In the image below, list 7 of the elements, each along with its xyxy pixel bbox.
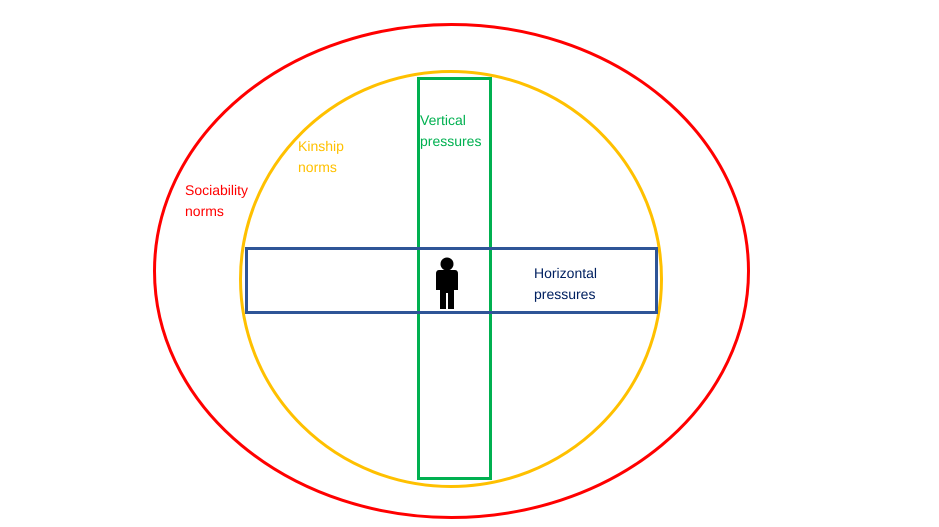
region-label: Kinship norms (298, 137, 345, 177)
vertical-band (417, 77, 492, 480)
horizontal-band (245, 247, 658, 314)
region-label: Vertical pressures (420, 111, 482, 151)
region-label: Sociability norms (185, 181, 250, 221)
person-icon (436, 257, 458, 309)
region-label: Horizontal pressures (534, 264, 598, 304)
